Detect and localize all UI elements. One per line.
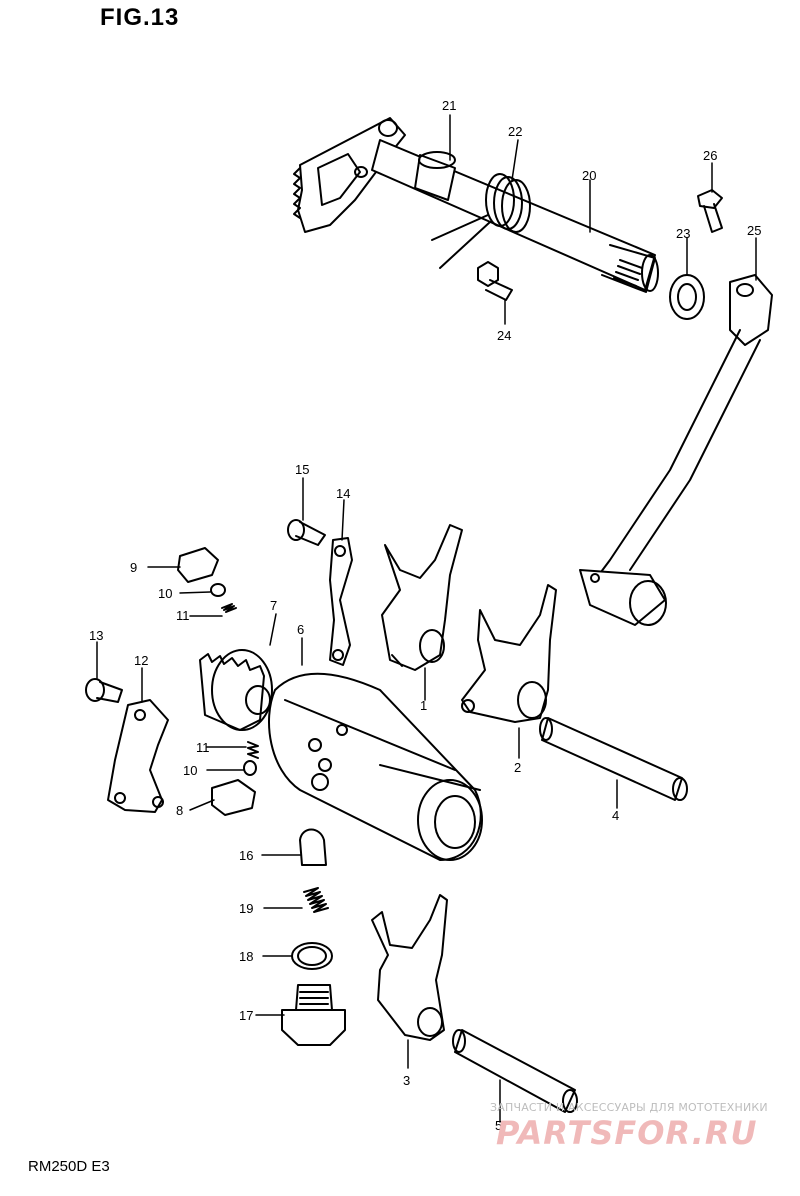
callout-18: 18 <box>239 949 253 964</box>
callout-11-upper: 11 <box>176 608 190 623</box>
leader-lines <box>96 114 757 1123</box>
callout-21: 21 <box>442 98 456 113</box>
callout-11-lower: 11 <box>196 740 210 755</box>
callout-10-lower: 10 <box>183 763 197 778</box>
callout-1: 1 <box>420 698 427 713</box>
part-6-gearshift-cam <box>268 672 483 861</box>
part-1-shift-fork <box>381 524 463 671</box>
callout-8: 8 <box>176 803 183 818</box>
part-23-oil-seal <box>669 274 705 320</box>
callout-19: 19 <box>239 901 253 916</box>
callout-5: 5 <box>495 1118 502 1133</box>
part-14-stopper-plate <box>329 537 353 666</box>
watermark-logo: PARTSFOR.RU <box>496 1114 758 1152</box>
part-8-cap <box>211 779 256 816</box>
callout-25: 25 <box>747 223 761 238</box>
callout-7: 7 <box>270 598 277 613</box>
part-21-collar <box>414 151 456 201</box>
callout-6: 6 <box>297 622 304 637</box>
part-7-cam-gear <box>199 649 273 731</box>
watermark-caption: ЗАПЧАСТИ И АКСЕССУАРЫ ДЛЯ МОТОТЕХНИКИ <box>490 1101 768 1114</box>
part-10-pin-lower <box>243 760 257 776</box>
callout-2: 2 <box>514 760 521 775</box>
callout-24: 24 <box>497 328 511 343</box>
callout-17: 17 <box>239 1008 253 1023</box>
callout-12: 12 <box>134 653 148 668</box>
part-2-shift-fork <box>461 584 557 723</box>
part-15-bolt <box>287 519 326 546</box>
callout-labels: 1 2 3 4 5 6 7 8 9 10 10 11 11 12 13 14 1… <box>89 98 761 1133</box>
callout-9: 9 <box>130 560 137 575</box>
part-11-spring-upper <box>221 603 237 613</box>
part-17-plug <box>281 984 346 1046</box>
part-22-return-spring <box>431 173 531 269</box>
part-24-bolt <box>477 261 513 301</box>
callout-13: 13 <box>89 628 103 643</box>
callout-20: 20 <box>582 168 596 183</box>
figure-title: FIG.13 <box>100 4 180 31</box>
callout-23: 23 <box>676 226 690 241</box>
part-13-bolt <box>85 678 123 703</box>
callout-4: 4 <box>612 808 619 823</box>
part-9-cap <box>177 547 219 583</box>
part-18-gasket <box>291 942 333 970</box>
callout-15: 15 <box>295 462 309 477</box>
part-12-cam-guide-plate <box>107 699 169 813</box>
callout-26: 26 <box>703 148 717 163</box>
callout-14: 14 <box>336 486 350 501</box>
part-19-spring <box>303 887 329 913</box>
callout-10-upper: 10 <box>158 586 172 601</box>
callout-22: 22 <box>508 124 522 139</box>
part-11-spring-lower <box>247 741 259 759</box>
part-16-neutral-pin <box>299 828 327 866</box>
callout-16: 16 <box>239 848 253 863</box>
part-26-bolt <box>697 189 723 233</box>
part-3-shift-fork <box>371 894 448 1041</box>
part-10-pin-upper <box>210 583 226 597</box>
part-25-gearshift-lever <box>579 274 773 626</box>
model-code: RM250D E3 <box>28 1158 110 1175</box>
part-5-fork-shaft <box>452 1029 578 1113</box>
part-4-fork-shaft <box>539 717 688 801</box>
callout-3: 3 <box>403 1073 410 1088</box>
